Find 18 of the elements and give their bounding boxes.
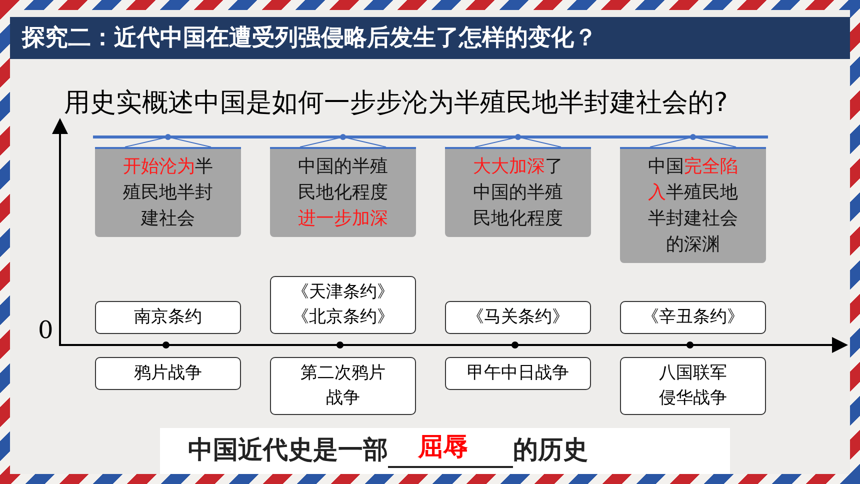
war-box: 第二次鸦片战争 (270, 357, 416, 415)
summary-text: 中国近代史是一部 (188, 434, 388, 466)
stage-card: 开始沦为半殖民地半封建社会 (95, 147, 241, 237)
treaty-box: 南京条约 (95, 301, 241, 334)
war-box: 八国联军侵华战争 (620, 357, 766, 415)
treaty-box: 《辛丑条约》 (620, 301, 766, 334)
question-text: 用史实概述中国是如何一步步沦为半殖民地半封建社会的? (64, 87, 728, 120)
title-banner: 探究二：近代中国在遭受列强侵略后发生了怎样的变化？ (10, 17, 850, 59)
answer-text: 屈辱 (418, 431, 468, 463)
stage-card: 中国的半殖民地化程度进一步加深 (270, 147, 416, 237)
war-box: 甲午中日战争 (445, 357, 591, 390)
stage-card: 大大加深了中国的半殖民地化程度 (445, 147, 591, 237)
stage-card: 中国完全陷入半殖民地半封建社会的深渊 (620, 147, 766, 263)
summary-text: 的历史 (513, 434, 588, 466)
axis-origin-label: 0 (38, 318, 54, 342)
war-box: 鸦片战争 (95, 357, 241, 390)
treaty-box: 《天津条约》《北京条约》 (270, 276, 416, 334)
treaty-box: 《马关条约》 (445, 301, 591, 334)
